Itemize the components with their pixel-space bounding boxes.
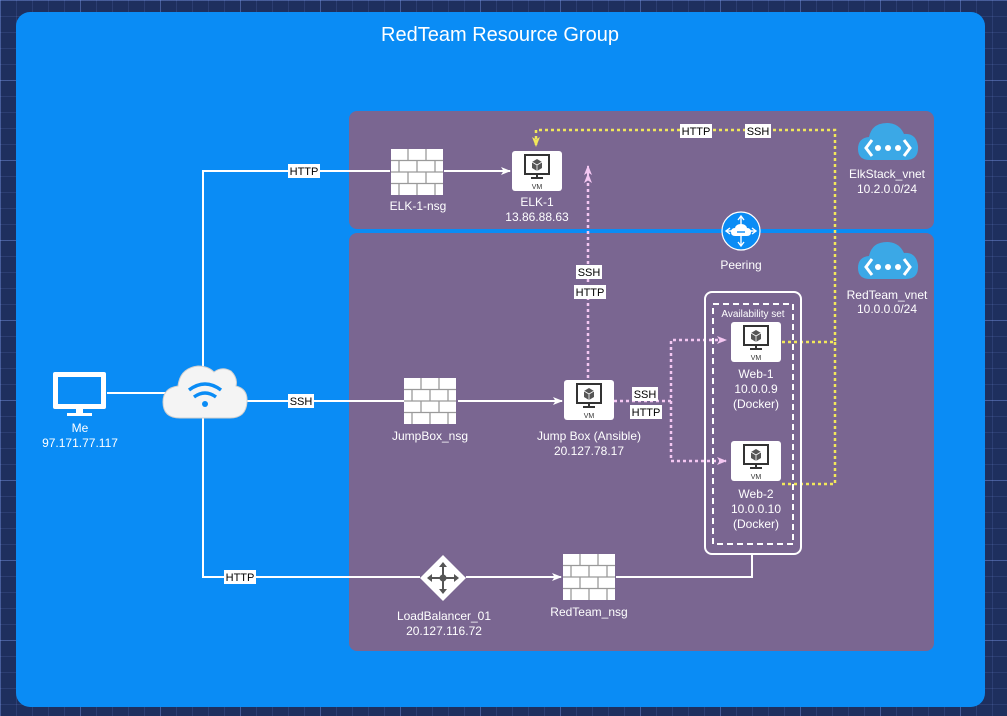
web1-note: (Docker) [733,397,779,411]
monitor-icon [53,372,106,416]
edge-jump-to-web2 [669,401,727,465]
label-jump-to-web-http: HTTP [630,405,662,419]
edge-labels: HTTP SSH HTTP SSH HTTP SSH HTTP HTTP SSH [224,124,771,584]
redteam-nsg-node[interactable]: RedTeam_nsg [550,553,628,619]
peering-icon [721,211,761,251]
edge-jump-to-web1 [614,336,727,403]
web1-vm-badge: VM [751,355,762,362]
web2-name: Web-2 [738,487,773,501]
load-balancer-node[interactable]: LoadBalancer_01 20.127.116.72 [397,555,491,638]
web1-name: Web-1 [738,367,773,381]
svg-text:HTTP: HTTP [226,572,255,584]
firewall-icon [390,148,444,196]
edge-cloud-down-to-lb [202,415,420,578]
svg-text:SSH: SSH [747,126,770,138]
web1-ip: 10.0.0.9 [734,382,778,396]
elkstack-vnet-cidr: 10.2.0.0/24 [857,182,917,196]
peering-node[interactable]: Peering [720,211,762,272]
svg-text:HTTP: HTTP [290,166,319,178]
elk-vm-node[interactable]: VM ELK-1 13.86.88.63 [505,150,569,224]
web2-note: (Docker) [733,517,779,531]
jumpbox-vm-badge: VM [584,413,595,420]
web2-ip: 10.0.0.10 [731,502,781,516]
redteam-vnet-cidr: 10.0.0.0/24 [857,302,917,316]
label-me-to-elk: HTTP [288,164,320,178]
firewall-icon [403,377,457,425]
availability-set[interactable]: Availability set [704,291,802,555]
jumpbox-vm-node[interactable]: VM Jump Box (Ansible) 20.127.78.17 [537,379,641,458]
jumpbox-vm-name: Jump Box (Ansible) [537,429,641,443]
load-balancer-icon [420,555,466,601]
jumpbox-nsg-label: JumpBox_nsg [392,429,468,443]
svg-text:HTTP: HTTP [576,287,605,299]
elk-vm-name: ELK-1 [520,195,554,209]
label-jump-to-elk-ssh: SSH [576,265,602,279]
wifi-cloud-icon [162,365,248,419]
firewall-icon [562,553,616,601]
web2-vm-badge: VM [751,474,762,481]
jumpbox-nsg-node[interactable]: JumpBox_nsg [392,377,468,443]
jumpbox-vm-ip: 20.127.78.17 [554,444,624,458]
edge-red-nsg-to-avset [616,555,753,578]
svg-text:HTTP: HTTP [632,407,661,419]
white-connectors [107,167,753,581]
svg-text:HTTP: HTTP [682,126,711,138]
elk-vm-badge: VM [532,184,543,191]
label-me-to-lb: HTTP [224,570,256,584]
resource-group-title: RedTeam Resource Group [381,24,619,46]
peering-label: Peering [720,258,761,272]
availability-set-label: Availability set [721,309,784,320]
label-web-to-elk-ssh: SSH [745,124,771,138]
elkstack-vnet-name: ElkStack_vnet [849,167,926,181]
yellow-connectors [532,128,837,486]
web2-vm-node[interactable]: VM Web-2 10.0.0.10 (Docker) [730,440,782,531]
label-jump-to-elk-http: HTTP [574,285,606,299]
label-jump-to-web-ssh: SSH [632,387,658,401]
svg-text:SSH: SSH [634,389,657,401]
load-balancer-name: LoadBalancer_01 [397,609,491,623]
elkstack-vnet-node[interactable]: ElkStack_vnet 10.2.0.0/24 [849,121,926,196]
load-balancer-ip: 20.127.116.72 [406,624,482,638]
elk-nsg-label: ELK-1-nsg [390,199,447,213]
elkstack-vnet-panel [349,111,934,229]
elk-vm-ip: 13.86.88.63 [505,210,569,224]
edge-cloud-up-to-elk-nsg [202,170,390,380]
redteam-nsg-label: RedTeam_nsg [550,605,627,619]
label-me-to-jump: SSH [288,394,314,408]
me-ip: 97.171.77.117 [42,436,118,450]
me-name: Me [72,421,89,435]
label-web-to-elk-http: HTTP [680,124,712,138]
svg-text:SSH: SSH [290,396,313,408]
me-node[interactable]: Me 97.171.77.117 [42,372,118,450]
redteam-vnet-panel [349,233,934,651]
redteam-vnet-name: RedTeam_vnet [847,288,928,302]
elk-nsg-node[interactable]: ELK-1-nsg [390,148,447,213]
edge-web1-to-elk [532,128,837,344]
svg-text:SSH: SSH [578,267,601,279]
redteam-vnet-node[interactable]: RedTeam_vnet 10.0.0.0/24 [847,240,928,316]
web1-vm-node[interactable]: VM Web-1 10.0.0.9 (Docker) [730,321,782,411]
